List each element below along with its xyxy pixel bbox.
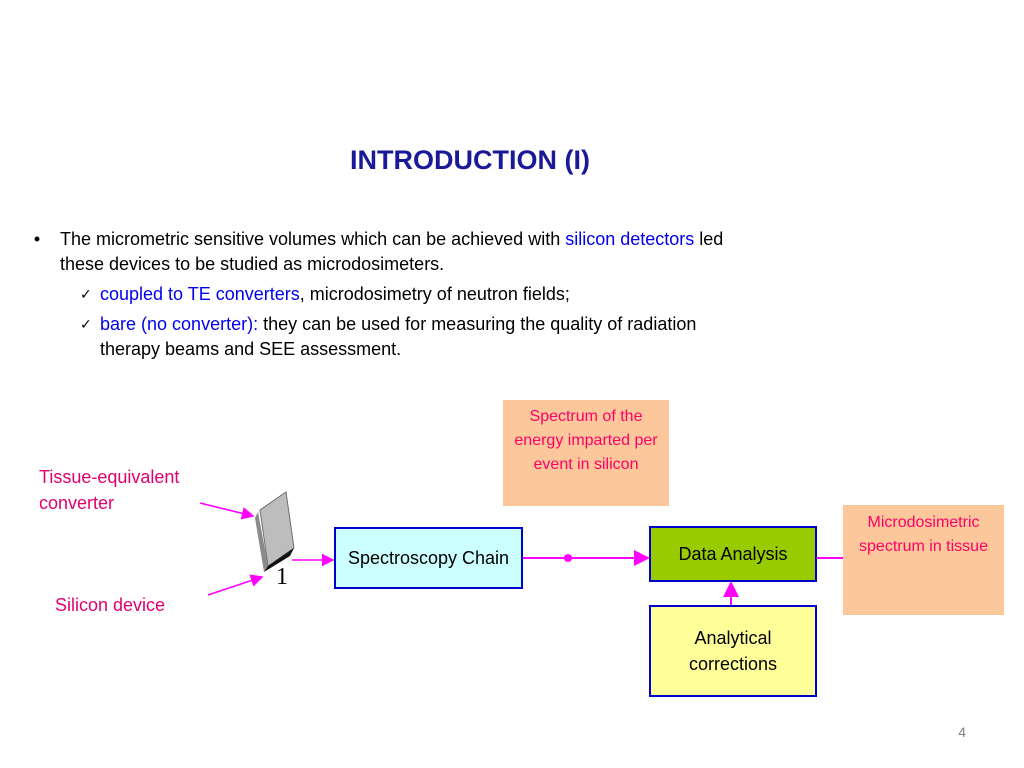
slide-title: INTRODUCTION (I) (350, 145, 590, 175)
spectrum-silicon-note: Spectrum of the energy imparted per even… (503, 400, 669, 506)
silicon-pointer-arrow (207, 574, 264, 596)
microdosimetric-spectrum-note: Microdosimetric spectrum in tissue (843, 505, 1004, 615)
checkmark-icon: ✓ (80, 316, 92, 332)
bullet-text-part1: The micrometric sensitive volumes which … (60, 229, 566, 249)
bullet-highlight: silicon detectors (565, 229, 695, 249)
bullet-text-part2: led these devices to be studied as micro… (60, 229, 724, 274)
data-analysis-box: Data Analysis (649, 526, 817, 582)
page-number: 4 (958, 724, 966, 740)
subitem-text: they can be used for measuring the quali… (100, 314, 697, 359)
analytical-corrections-label: Analytical corrections (688, 628, 778, 674)
detector-glyph: 1 (276, 564, 288, 590)
subitem-bare: ✓ bare (no converter): they can be used … (30, 312, 730, 362)
bullet-list: • The micrometric sensitive volumes whic… (30, 227, 730, 362)
silicon-device-label: Silicon device (55, 595, 166, 615)
converter-pointer-arrow (199, 502, 255, 520)
junction-dot (564, 554, 572, 562)
subitem-highlight: bare (no converter): (100, 314, 259, 334)
subitem-text: , microdosimetry of neutron fields; (299, 284, 570, 304)
bullet-dot-icon: • (33, 229, 41, 249)
converter-label: Tissue-equivalent converter (39, 467, 180, 513)
bullet-item: • The micrometric sensitive volumes whic… (30, 227, 730, 277)
subitem-coupled: ✓ coupled to TE converters, microdosimet… (30, 282, 730, 307)
spectroscopy-chain-box: Spectroscopy Chain (334, 527, 523, 589)
checkmark-icon: ✓ (80, 286, 92, 302)
detector-icon (255, 491, 295, 572)
analytical-corrections-box: Analytical corrections (649, 605, 817, 697)
subitem-highlight: coupled to TE converters (100, 284, 300, 304)
data-analysis-label: Data Analysis (678, 544, 788, 564)
spectroscopy-chain-label: Spectroscopy Chain (347, 548, 510, 568)
